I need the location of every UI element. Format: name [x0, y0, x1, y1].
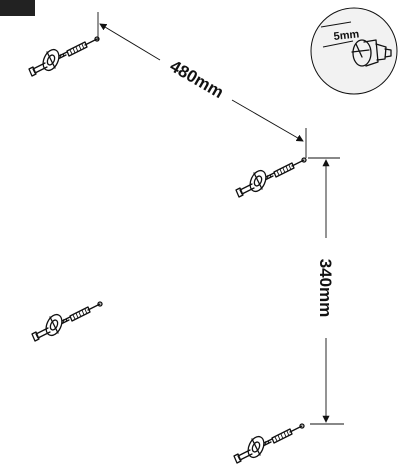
screw-head-detail-icon: 5mm	[310, 7, 398, 95]
bottom-right-fixing	[233, 423, 305, 464]
top-left-fixing	[28, 36, 100, 77]
detail-inset-label: 5mm	[333, 28, 360, 43]
horizontal-dimension-label: 480mm	[167, 56, 227, 102]
vertical-dimension-label: 340mm	[316, 259, 335, 318]
horizontal-dimension: 480mm	[97, 12, 307, 158]
top-right-fixing	[235, 157, 307, 198]
corner-tab	[0, 0, 35, 16]
vertical-dimension: 340mm	[308, 157, 344, 425]
bottom-left-fixing	[31, 301, 103, 342]
